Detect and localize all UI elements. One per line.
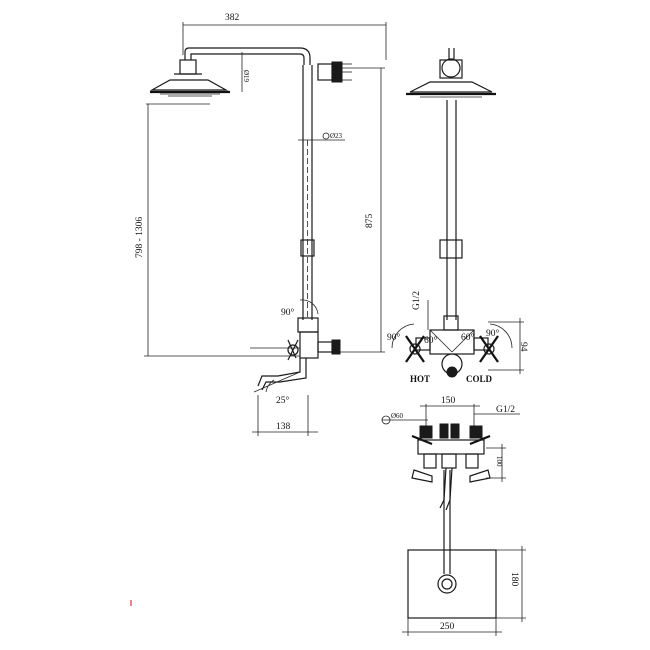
dim-inlet-thread-top: G1/2 — [496, 405, 515, 415]
dim-inlet-thread-front: G1/2 — [412, 291, 422, 310]
dim-eccentric-offset: 100 — [495, 456, 503, 467]
dim-plate-height: 180 — [509, 572, 519, 587]
top-view: 150 G1/2 Ø60 100 — [381, 396, 520, 511]
dim-flange-diameter: Ø60 — [391, 412, 404, 420]
dim-arm-diameter: Ø19 — [242, 70, 250, 83]
dim-arm-length: 382 — [225, 13, 240, 23]
side-view: 382 Ø19 Ø23 875 — [135, 13, 387, 436]
dim-head-height-range: 798 - 1306 — [135, 217, 145, 258]
dim-mixer-height: 94 — [518, 342, 528, 352]
hot-label: HOT — [410, 374, 430, 384]
dim-spout-length: 138 — [276, 422, 291, 432]
dim-riser-length: 875 — [365, 214, 375, 229]
dim-rotation-right: 60° — [461, 332, 475, 343]
dim-riser-diameter: Ø23 — [330, 132, 343, 140]
dim-plate-width: 250 — [440, 622, 455, 632]
dim-rotation-left: 60° — [424, 335, 438, 346]
wall-plate-view: 180 250 — [402, 470, 526, 636]
dim-handle-angle-left: 90° — [387, 332, 401, 343]
dim-inlet-spacing: 150 — [441, 396, 456, 406]
cold-label: COLD — [466, 374, 493, 384]
dim-handle-angle-right: 90° — [486, 328, 500, 339]
front-view: G1/2 90° 90° 60° 60° 94 HOT COLD — [387, 48, 528, 384]
dim-spout-angle: 25° — [276, 395, 290, 406]
dim-handle-angle-side: 90° — [281, 307, 295, 318]
